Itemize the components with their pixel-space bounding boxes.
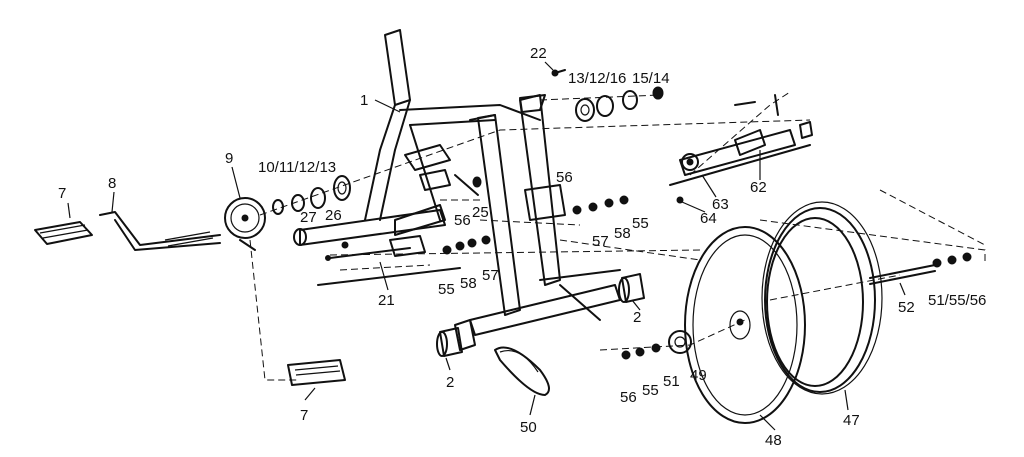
callout-7: 7 [300, 407, 308, 424]
callout-56: 56 [620, 389, 637, 406]
callout-7: 7 [58, 185, 66, 202]
callout-9: 9 [225, 150, 233, 167]
callout-15-14: 15/14 [632, 70, 670, 87]
callout-2: 2 [446, 374, 454, 391]
top-bearings [551, 69, 664, 122]
idler-assembly [669, 94, 813, 204]
end-caps [436, 273, 645, 357]
callout-13-12-16: 13/12/16 [568, 70, 626, 87]
callout-50: 50 [520, 419, 537, 436]
flywheel [684, 201, 883, 424]
pedal-crank-assembly [34, 197, 346, 386]
callout-62: 62 [750, 179, 767, 196]
callout-49: 49 [690, 367, 707, 384]
callout-64: 64 [700, 210, 717, 227]
callout-58: 58 [614, 225, 631, 242]
callout-51-55-56: 51/55/56 [928, 292, 986, 309]
callout-labels: 1 2 2 7 7 8 9 10/11/12/13 13/12/16 15/14… [58, 45, 986, 449]
callout-48: 48 [765, 432, 782, 449]
callout-26: 26 [325, 207, 342, 224]
callout-21: 21 [378, 292, 395, 309]
callout-55: 55 [632, 215, 649, 232]
washer-group-mid [442, 195, 629, 255]
callout-52: 52 [898, 299, 915, 316]
callout-57: 57 [592, 233, 609, 250]
callout-57: 57 [482, 267, 499, 284]
callout-47: 47 [843, 412, 860, 429]
callout-8: 8 [108, 175, 116, 192]
callout-1: 1 [360, 92, 368, 109]
callout-2: 2 [633, 309, 641, 326]
frame-part [293, 29, 621, 351]
callout-55: 55 [642, 382, 659, 399]
callout-55: 55 [438, 281, 455, 298]
callout-51: 51 [663, 373, 680, 390]
callout-56: 56 [556, 169, 573, 186]
cam-bolt-assembly [317, 235, 461, 286]
callout-25: 25 [472, 204, 489, 221]
drive-chain [494, 346, 550, 396]
leader-lines [67, 61, 906, 431]
callout-56: 56 [454, 212, 471, 229]
sprocket-hardware [621, 252, 972, 360]
callout-58: 58 [460, 275, 477, 292]
callout-22: 22 [530, 45, 547, 62]
callout-10-11-12-13: 10/11/12/13 [258, 159, 336, 176]
left-bearings [272, 174, 482, 215]
callout-63: 63 [712, 196, 729, 213]
callout-27: 27 [300, 209, 317, 226]
